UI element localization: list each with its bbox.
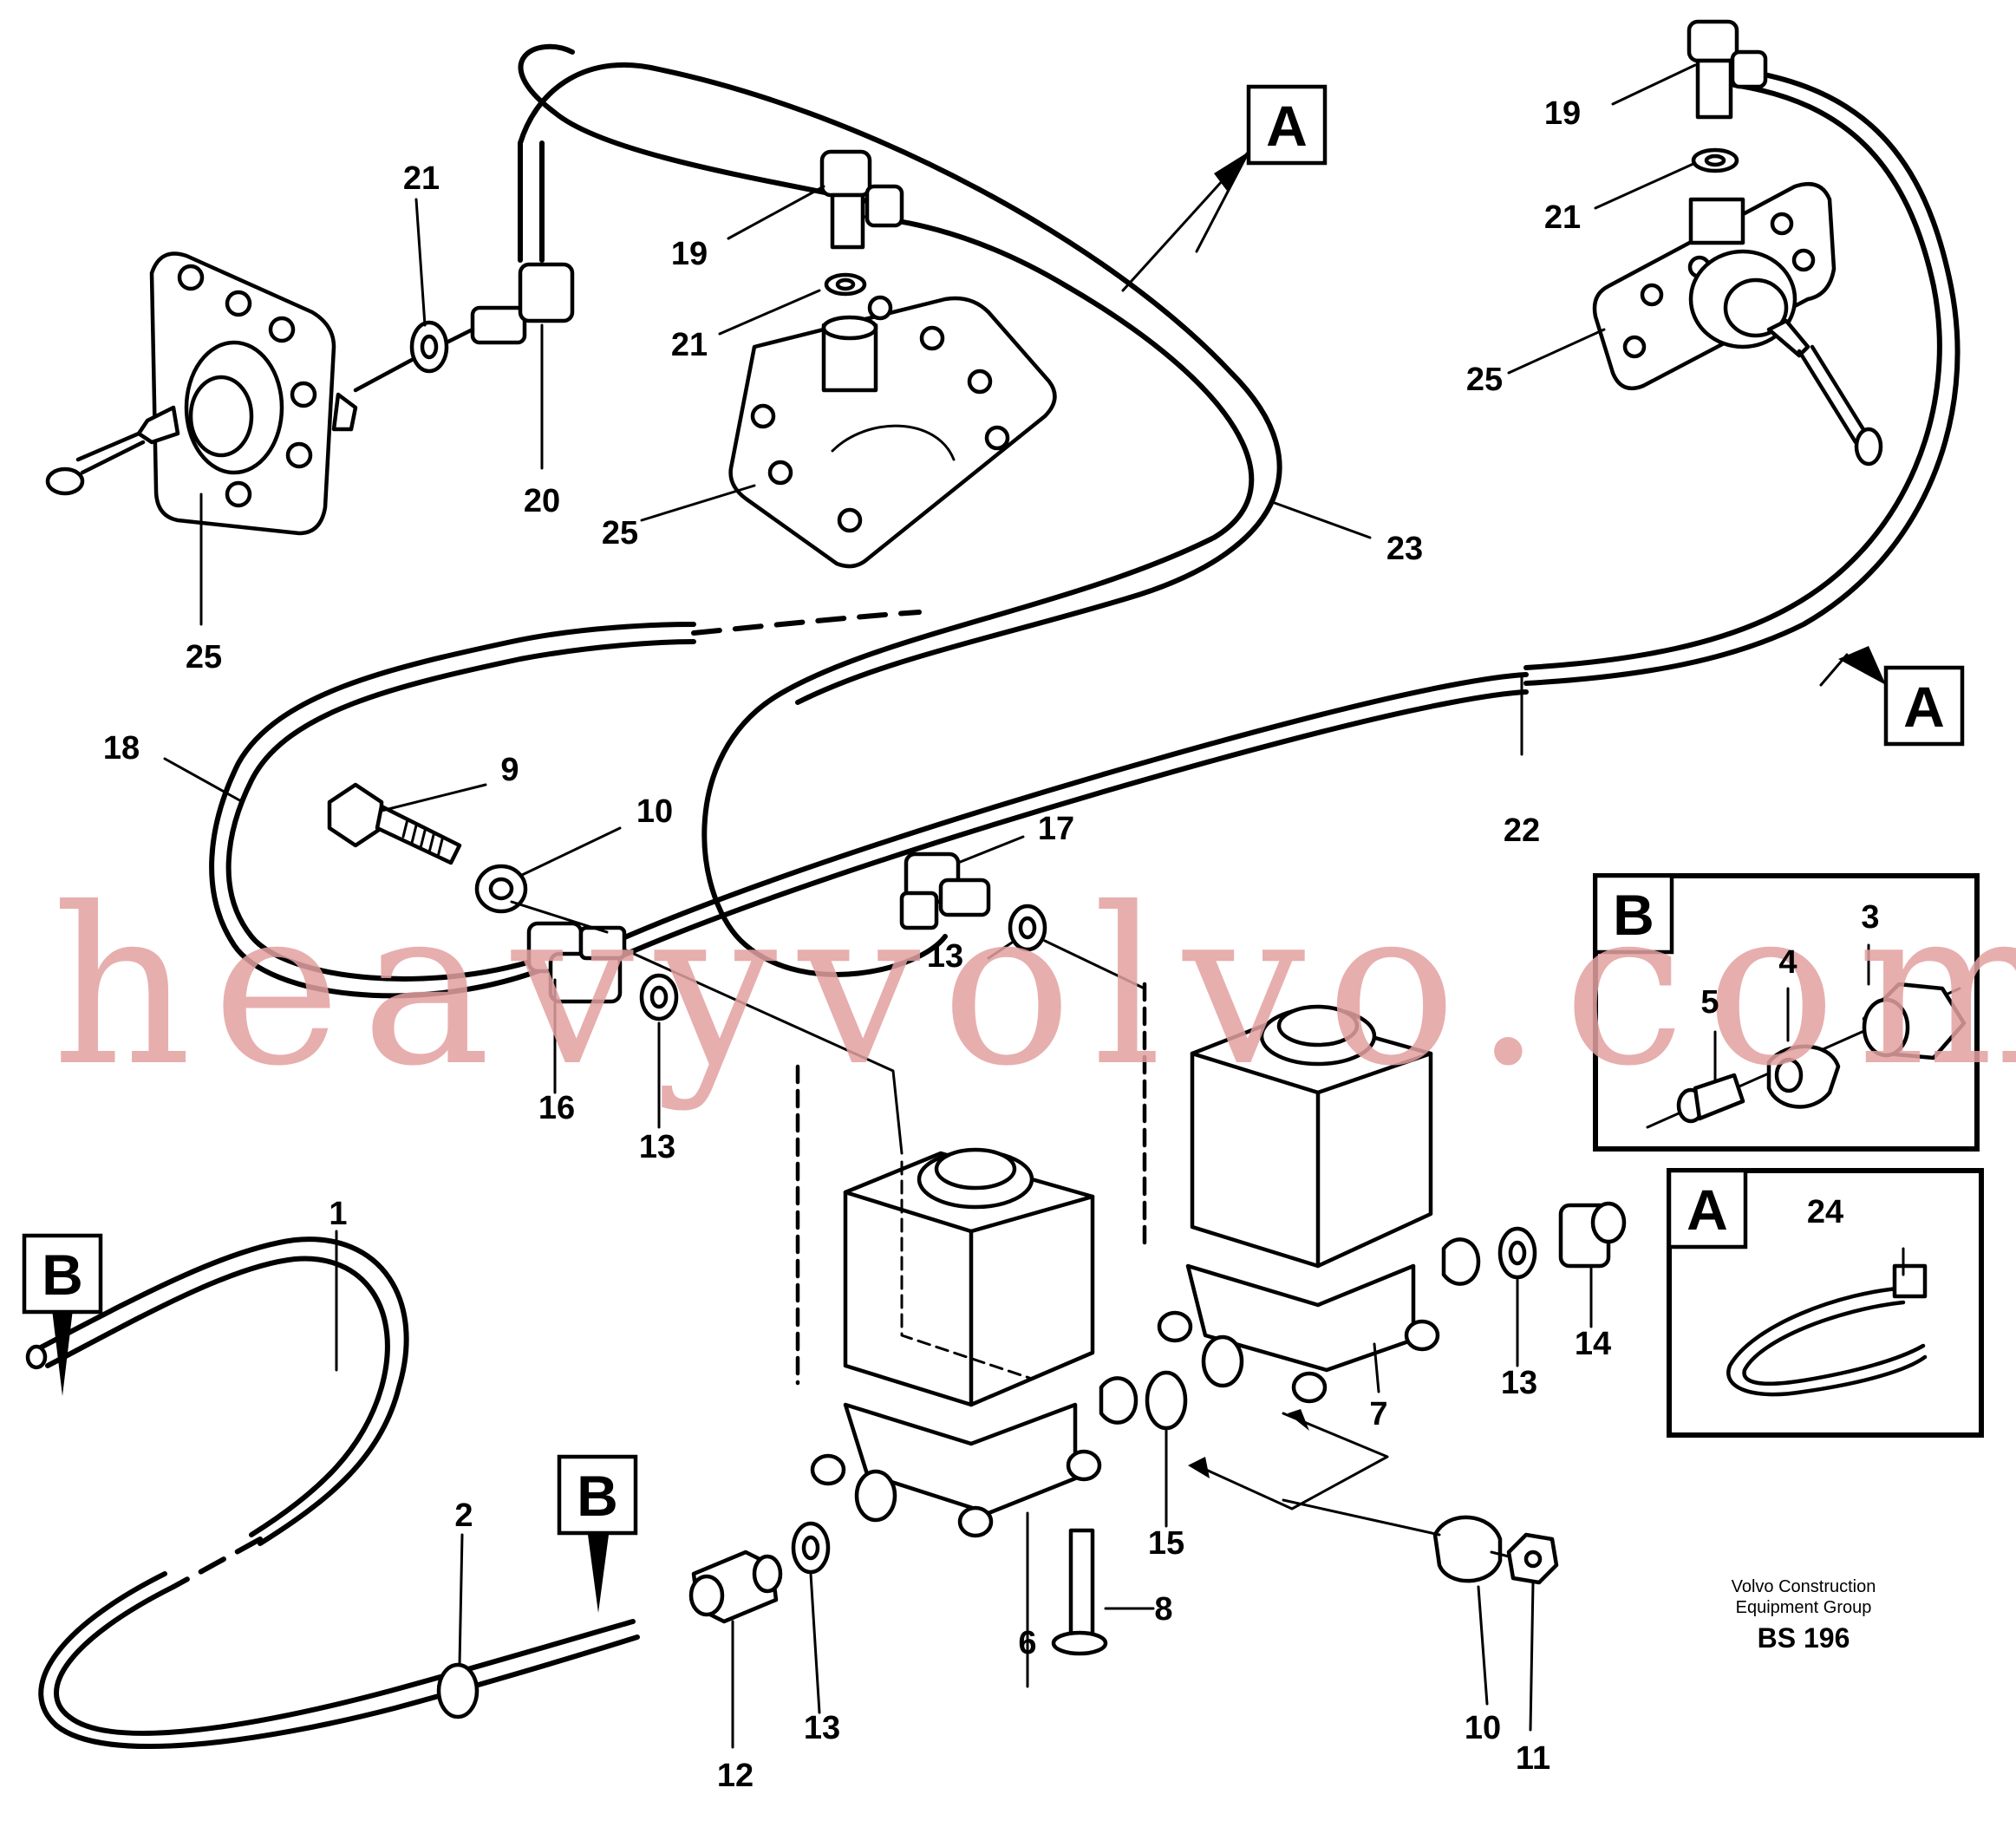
callout-16: 16 bbox=[538, 1090, 575, 1126]
credit-line-1: Volvo Construction bbox=[1732, 1577, 1876, 1596]
credit-line-2: Equipment Group bbox=[1736, 1598, 1872, 1617]
cover-25-center bbox=[728, 295, 1057, 569]
marker-a-top bbox=[1246, 84, 1328, 166]
marker-b-left bbox=[22, 1233, 103, 1315]
callout-21-left: 21 bbox=[403, 160, 440, 197]
callout-13-tee: 13 bbox=[639, 1129, 675, 1165]
callout-21-center: 21 bbox=[671, 327, 708, 363]
assembly-arrows bbox=[1188, 1409, 1510, 1558]
hose-1 bbox=[25, 1236, 640, 1749]
union-20 bbox=[353, 262, 575, 393]
detail-a-label: A bbox=[1687, 1178, 1728, 1242]
callout-9: 9 bbox=[500, 752, 519, 788]
bolt-9 bbox=[327, 782, 462, 865]
callout-8: 8 bbox=[1154, 1591, 1172, 1628]
watermark: heavyvolvo.com bbox=[52, 861, 2016, 1113]
hose-18-22 bbox=[209, 67, 1961, 999]
callout-10-bottom: 10 bbox=[1465, 1710, 1501, 1746]
marker-a-right-pointer bbox=[1819, 646, 1886, 687]
callout-23: 23 bbox=[1386, 531, 1423, 567]
assembly-lines bbox=[510, 900, 1147, 1386]
callout-2: 2 bbox=[454, 1497, 473, 1534]
marker-b-mid-label: B bbox=[577, 1464, 618, 1528]
callout-22: 22 bbox=[1504, 812, 1540, 849]
callout-3: 3 bbox=[1861, 899, 1879, 936]
solenoid-valve-6 bbox=[810, 1147, 1138, 1538]
callout-1: 1 bbox=[329, 1196, 347, 1232]
callout-7: 7 bbox=[1369, 1396, 1387, 1432]
oring-15 bbox=[1145, 1370, 1188, 1431]
bushing-10-right bbox=[1432, 1515, 1503, 1583]
callout-17: 17 bbox=[1038, 811, 1074, 847]
callout-5: 5 bbox=[1700, 984, 1719, 1021]
callout-21-right: 21 bbox=[1544, 199, 1581, 236]
callouts: 21 20 25 19 21 25 23 19 21 25 22 18 9 10… bbox=[42, 94, 1945, 1794]
callout-13-elbow: 13 bbox=[927, 938, 963, 975]
callout-19-right: 19 bbox=[1544, 95, 1581, 132]
marker-a-right bbox=[1883, 665, 1965, 747]
washer-10-left bbox=[474, 864, 528, 914]
callout-13-bottom: 13 bbox=[804, 1710, 840, 1746]
detail-box-b bbox=[1593, 873, 1980, 1152]
callout-13-right: 13 bbox=[1501, 1365, 1537, 1401]
washer-21-left bbox=[409, 320, 449, 374]
callout-20: 20 bbox=[524, 483, 560, 519]
plug-14 bbox=[1558, 1201, 1627, 1269]
detail-box-a bbox=[1667, 1168, 1984, 1438]
leader-lines bbox=[163, 63, 1697, 1749]
callout-11: 11 bbox=[1516, 1740, 1550, 1777]
callout-25-left: 25 bbox=[186, 639, 222, 675]
callout-14: 14 bbox=[1575, 1326, 1611, 1362]
marker-b-mid bbox=[557, 1454, 638, 1536]
marker-a-top-label: A bbox=[1266, 94, 1308, 158]
diaphragm-25-left bbox=[45, 251, 358, 536]
tee-16 bbox=[526, 921, 627, 1004]
credit-block: Volvo Construction Equipment Group BS 19… bbox=[1732, 1577, 1876, 1654]
drawing-code: BS 196 bbox=[1758, 1622, 1850, 1654]
banjo-fitting-19-right bbox=[1687, 19, 1768, 173]
callout-10-top: 10 bbox=[636, 793, 673, 830]
hose-23 bbox=[518, 43, 1282, 977]
washer-13-bottom bbox=[791, 1521, 831, 1575]
marker-a-top-pointer bbox=[1121, 150, 1250, 292]
callout-4: 4 bbox=[1778, 944, 1797, 981]
marker-b-left-label: B bbox=[42, 1243, 83, 1307]
marker-a-right-label: A bbox=[1903, 675, 1945, 739]
detail-b-label: B bbox=[1613, 883, 1654, 947]
callout-19-center: 19 bbox=[671, 236, 708, 272]
callout-12: 12 bbox=[717, 1758, 754, 1794]
nut-11 bbox=[1506, 1532, 1559, 1585]
callout-18: 18 bbox=[103, 730, 140, 767]
elbow-17 bbox=[899, 851, 991, 930]
banjo-fitting-19-center bbox=[819, 149, 904, 297]
marker-b-mid-pointer bbox=[588, 1535, 609, 1613]
callout-6: 6 bbox=[1018, 1625, 1036, 1661]
washer-13-elbow bbox=[1008, 904, 1047, 952]
callout-24: 24 bbox=[1807, 1194, 1843, 1230]
solenoid-valve-7 bbox=[1157, 1004, 1481, 1404]
diaphragm-25-right bbox=[1592, 181, 1883, 467]
callout-15: 15 bbox=[1148, 1525, 1184, 1562]
callout-25-right: 25 bbox=[1466, 362, 1503, 398]
callout-25-center: 25 bbox=[602, 515, 638, 551]
washer-13-right bbox=[1497, 1226, 1537, 1280]
screw-8 bbox=[1051, 1528, 1108, 1656]
nipple-12 bbox=[688, 1550, 783, 1624]
marker-b-left-pointer bbox=[52, 1309, 73, 1396]
washer-13-tee bbox=[639, 973, 679, 1021]
